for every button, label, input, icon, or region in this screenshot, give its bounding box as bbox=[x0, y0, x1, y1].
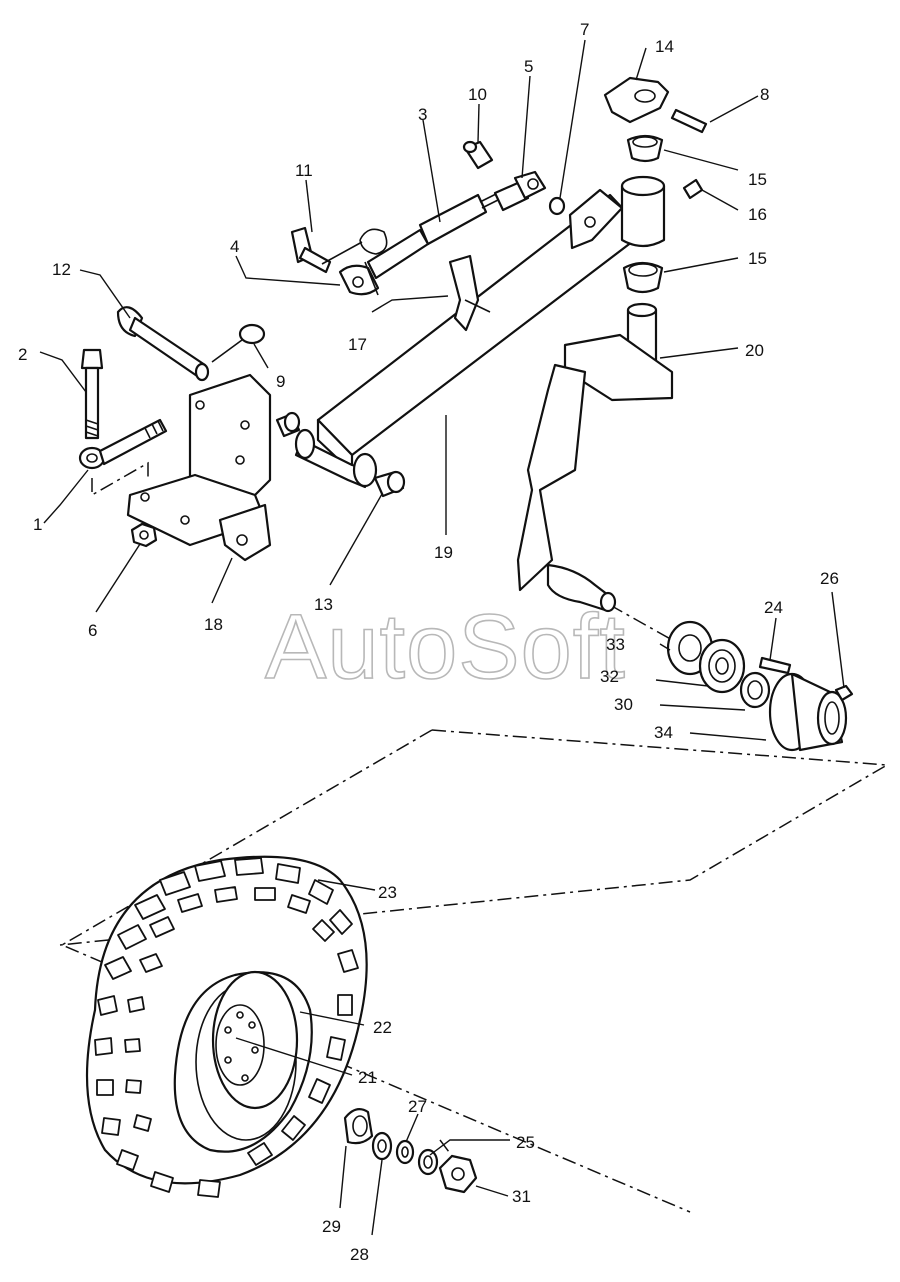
callout-labels: 1 2 3 4 5 6 7 8 9 10 11 12 13 14 15 15 1… bbox=[18, 20, 839, 1264]
callout-23: 23 bbox=[378, 883, 397, 902]
part-8-pin bbox=[670, 108, 708, 134]
leader-lines bbox=[39, 39, 845, 1236]
part-15-bushing-bottom bbox=[622, 261, 664, 294]
callout-20: 20 bbox=[745, 341, 764, 360]
callout-4: 4 bbox=[230, 237, 239, 256]
callout-22: 22 bbox=[373, 1018, 392, 1037]
part-1-eye-bolt bbox=[78, 418, 168, 470]
part-30-race bbox=[739, 671, 771, 709]
part-23-tire bbox=[85, 855, 368, 1198]
part-18-bracket bbox=[126, 373, 272, 562]
callout-24: 24 bbox=[764, 598, 783, 617]
part-22-rim bbox=[211, 970, 299, 1110]
callout-7: 7 bbox=[580, 20, 589, 39]
watermark: AutoSoft bbox=[265, 596, 626, 698]
part-12-pin bbox=[116, 306, 210, 382]
part-13-bushings bbox=[275, 411, 406, 498]
part-27-washer bbox=[395, 1139, 415, 1165]
callout-34: 34 bbox=[654, 723, 673, 742]
callout-15-bottom: 15 bbox=[748, 249, 767, 268]
part-17-clip bbox=[448, 254, 491, 332]
callout-8: 8 bbox=[760, 85, 769, 104]
part-21-wheel-studs bbox=[224, 1011, 259, 1082]
part-32-bearing bbox=[698, 638, 746, 694]
callout-29: 29 bbox=[322, 1217, 341, 1236]
callout-14: 14 bbox=[655, 37, 674, 56]
callout-9: 9 bbox=[276, 372, 285, 391]
part-31-castle-nut bbox=[438, 1154, 478, 1194]
part-3-turnbuckle bbox=[338, 170, 547, 296]
callout-11: 11 bbox=[295, 161, 313, 180]
part-25-lock-washer bbox=[417, 1148, 439, 1176]
callout-21: 21 bbox=[358, 1068, 377, 1087]
callout-31: 31 bbox=[512, 1187, 531, 1206]
callout-15-top: 15 bbox=[748, 170, 767, 189]
part-24-stud bbox=[758, 656, 792, 675]
callout-1: 1 bbox=[33, 515, 42, 534]
callout-18: 18 bbox=[204, 615, 223, 634]
callout-33: 33 bbox=[606, 635, 625, 654]
callout-5: 5 bbox=[524, 57, 533, 76]
part-7-ring bbox=[548, 196, 566, 216]
kingpin-housing bbox=[620, 175, 666, 248]
callout-12: 12 bbox=[52, 260, 71, 279]
callout-3: 3 bbox=[418, 105, 427, 124]
callout-32: 32 bbox=[600, 667, 619, 686]
part-16-grease-nipple bbox=[682, 178, 704, 200]
callout-30: 30 bbox=[614, 695, 633, 714]
callout-25: 25 bbox=[516, 1133, 535, 1152]
part-2-bolt bbox=[80, 348, 104, 440]
callout-28: 28 bbox=[350, 1245, 369, 1264]
part-9-ring-pin bbox=[211, 323, 266, 363]
callout-13: 13 bbox=[314, 595, 333, 614]
part-34-hub bbox=[768, 672, 848, 752]
part-26-nut bbox=[834, 684, 854, 702]
part-15-bushing-top bbox=[626, 134, 664, 163]
callout-17: 17 bbox=[348, 335, 367, 354]
part-11-lynch-pin bbox=[290, 226, 388, 274]
callout-16: 16 bbox=[748, 205, 767, 224]
part-10-pin bbox=[462, 140, 494, 170]
callout-19: 19 bbox=[434, 543, 453, 562]
assembly-lines bbox=[59, 461, 890, 1213]
part-29-bearing bbox=[343, 1107, 374, 1145]
part-14-lever bbox=[603, 76, 670, 124]
part-20-spindle-arm bbox=[516, 302, 674, 613]
part-28-washer bbox=[371, 1131, 393, 1161]
part-6-nut bbox=[130, 522, 158, 548]
callout-26: 26 bbox=[820, 569, 839, 588]
part-19-beam bbox=[316, 188, 647, 474]
callout-2: 2 bbox=[18, 345, 27, 364]
callout-27: 27 bbox=[408, 1097, 427, 1116]
callout-10: 10 bbox=[468, 85, 487, 104]
callout-6: 6 bbox=[88, 621, 97, 640]
